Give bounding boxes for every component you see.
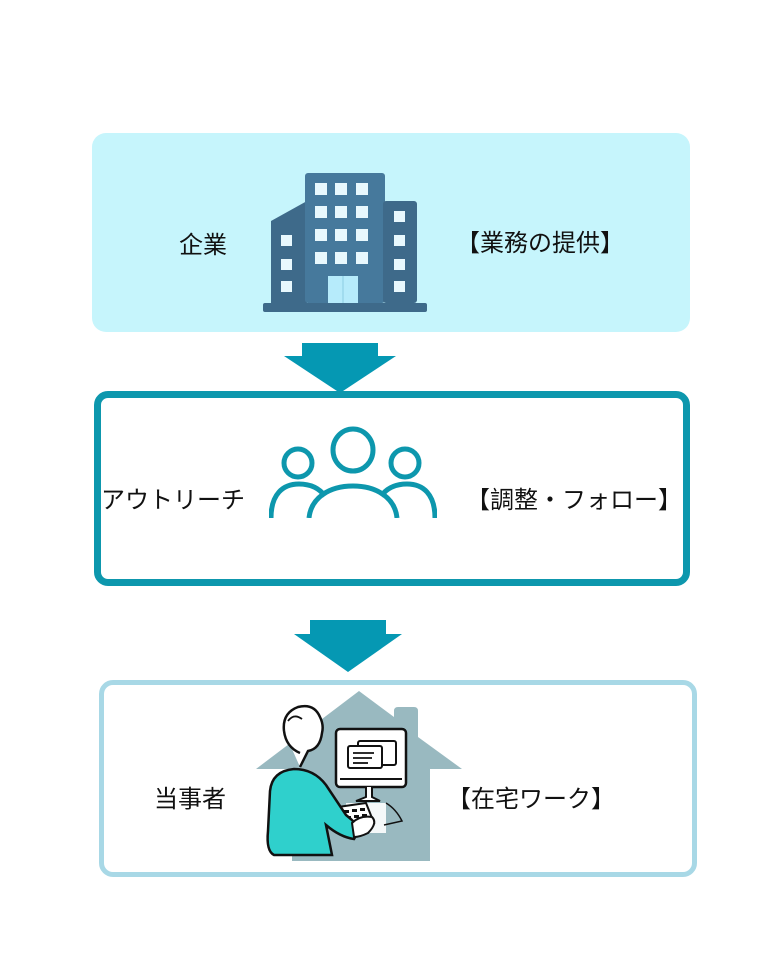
people-group-icon xyxy=(269,426,437,518)
person-role-label: 【在宅ワーク】 xyxy=(447,785,615,813)
office-building-icon xyxy=(263,173,427,315)
company-role-label: 【業務の提供】 xyxy=(456,229,624,257)
company-label: 企業 xyxy=(179,231,227,259)
company-box: 企業 【業務の提供】 xyxy=(92,133,690,332)
outreach-box: アウトリーチ 【調整・フォロー】 xyxy=(94,391,690,586)
person-label: 当事者 xyxy=(154,785,226,813)
outreach-label: アウトリーチ xyxy=(101,486,245,514)
down-arrow-icon xyxy=(294,620,404,672)
down-arrow-icon xyxy=(284,343,396,393)
outreach-role-label: 【調整・フォロー】 xyxy=(466,486,682,514)
person-box: 当事者 【在宅ワーク】 xyxy=(99,680,697,877)
person-at-computer-home-icon xyxy=(256,691,466,867)
